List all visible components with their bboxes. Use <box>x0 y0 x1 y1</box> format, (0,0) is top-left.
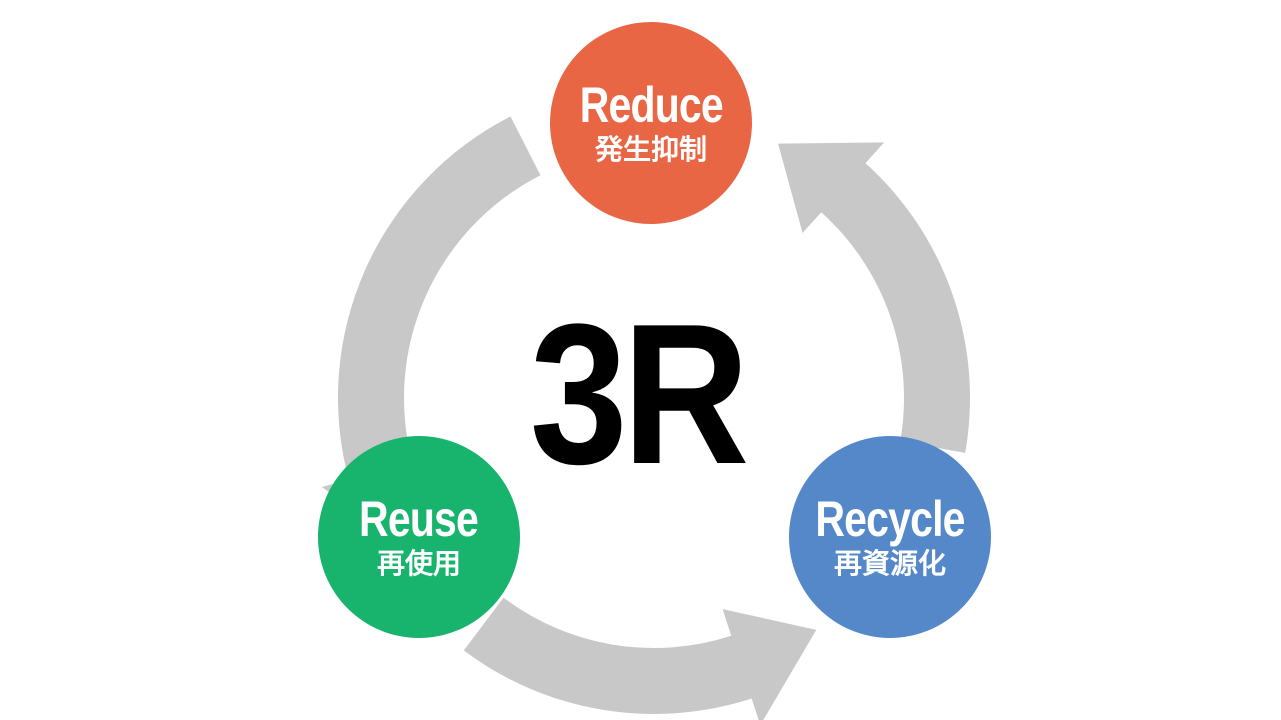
arrow-recycle-to-reduce <box>778 142 970 453</box>
recycle-node: Recycle 再資源化 <box>789 436 991 638</box>
reduce-label: Reduce <box>579 77 723 133</box>
center-title: 3R <box>529 283 750 506</box>
recycle-jp-label: 再資源化 <box>833 548 946 579</box>
reduce-jp-label: 発生抑制 <box>594 134 707 165</box>
recycle-label: Recycle <box>815 491 965 547</box>
reuse-node: Reuse 再使用 <box>318 436 520 638</box>
reduce-node: Reduce 発生抑制 <box>550 22 752 224</box>
arrow-reduce-to-reuse <box>321 116 541 553</box>
reuse-jp-label: 再使用 <box>376 548 461 579</box>
arrow-reuse-to-recycle <box>463 597 817 720</box>
reuse-label: Reuse <box>359 491 480 547</box>
